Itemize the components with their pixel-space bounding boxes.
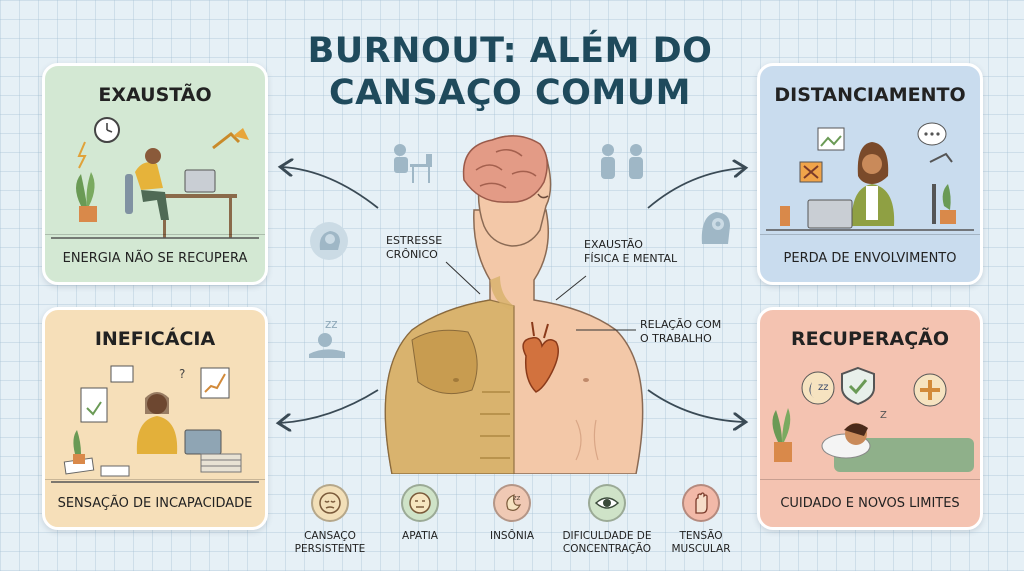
symptom-cansaco-line-2: PERSISTENTE: [294, 543, 366, 555]
card-distanciamento-heading: DISTANCIAMENTO: [774, 84, 966, 106]
symptom-dificuldade: DIFICULDADE DE CONCENTRAÇÃO: [557, 484, 657, 556]
symptom-insonia: zz INSÔNIA: [462, 484, 562, 543]
label-exaustao-line-1: EXAUSTÃO: [584, 238, 643, 251]
symptom-insonia-line-1: INSÔNIA: [489, 530, 534, 542]
disconnected-people-icon: [601, 144, 643, 179]
head-gear-icon: [701, 212, 730, 244]
card-ineficacia-caption: SENSAÇÃO DE INCAPACIDADE: [45, 479, 265, 527]
label-estresse-cronico: ESTRESSE CRÔNICO: [386, 234, 442, 262]
label-estresse-line-2: CRÔNICO: [386, 248, 438, 261]
symptom-dificuldade-line-2: CONCENTRAÇÃO: [562, 543, 652, 555]
sleep-hand-icon: zz: [309, 317, 345, 358]
symptom-tensao: TENSÃO MUSCULAR: [651, 484, 751, 556]
card-recuperacao: RECUPERAÇÃO zz Z CUIDADO E NOVOS LIMITES: [757, 307, 983, 530]
symptom-cansaco: CANSAÇO PERSISTENTE: [280, 484, 380, 556]
card-distanciamento-caption: PERDA DE ENVOLVIMENTO: [760, 234, 980, 282]
moon-sleep-icon: zz: [493, 484, 531, 522]
card-ineficacia: INEFICÁCIA ? SENSAÇÃO DE INCAPACIDADE: [42, 307, 268, 530]
symptom-apatia: APATIA: [370, 484, 470, 543]
label-relacao-line-2: O TRABALHO: [640, 332, 712, 345]
head-brain-icon: [310, 222, 348, 260]
card-recuperacao-heading: RECUPERAÇÃO: [790, 328, 950, 350]
exhausted-worker-illustration: [51, 117, 259, 239]
detached-worker-illustration: [766, 122, 974, 231]
label-exaustao-fisica-mental: EXAUSTÃO FÍSICA E MENTAL: [584, 238, 677, 266]
symptom-dificuldade-line-1: DIFICULDADE DE: [562, 530, 652, 542]
card-exaustao-heading: EXAUSTÃO: [98, 84, 212, 106]
svg-text:?: ?: [179, 367, 185, 381]
card-recuperacao-caption: CUIDADO E NOVOS LIMITES: [760, 479, 980, 527]
svg-text:Z: Z: [880, 410, 887, 421]
card-exaustao: EXAUSTÃO ENERGIA NÃO SE RECUPERA: [42, 63, 268, 285]
label-exaustao-line-2: FÍSICA E MENTAL: [584, 252, 678, 265]
symptom-tensao-line-2: MUSCULAR: [671, 543, 731, 555]
svg-text:zz: zz: [325, 317, 338, 331]
symptom-tensao-line-1: TENSÃO: [679, 530, 723, 542]
hand-icon: [682, 484, 720, 522]
neutral-face-icon: [401, 484, 439, 522]
overwhelmed-student-illustration: ?: [51, 365, 259, 483]
human-body-figure: [384, 135, 644, 474]
card-ineficacia-heading: INEFICÁCIA: [94, 328, 216, 350]
eye-icon: [588, 484, 626, 522]
overwhelmed-worker-icon: [394, 144, 432, 183]
title-line-1: BURNOUT: ALÉM DO: [307, 31, 713, 71]
symptom-cansaco-line-1: CANSAÇO: [304, 530, 356, 542]
title-line-2: CANSAÇO COMUM: [328, 73, 691, 113]
resting-person-illustration: zz Z: [772, 366, 974, 472]
svg-text:zz: zz: [513, 494, 521, 502]
label-estresse-line-1: ESTRESSE: [386, 234, 443, 247]
tired-face-icon: [311, 484, 349, 522]
svg-text:zz: zz: [818, 382, 829, 393]
card-exaustao-caption: ENERGIA NÃO SE RECUPERA: [45, 234, 265, 282]
symptom-apatia-line-1: APATIA: [402, 530, 438, 542]
page-title: BURNOUT: ALÉM DO CANSAÇO COMUM: [290, 30, 730, 114]
label-relacao-trabalho: RELAÇÃO COM O TRABALHO: [640, 318, 721, 346]
card-distanciamento: DISTANCIAMENTO PERDA DE ENVOLVIMENTO: [757, 63, 983, 285]
label-relacao-line-1: RELAÇÃO COM: [640, 318, 722, 331]
